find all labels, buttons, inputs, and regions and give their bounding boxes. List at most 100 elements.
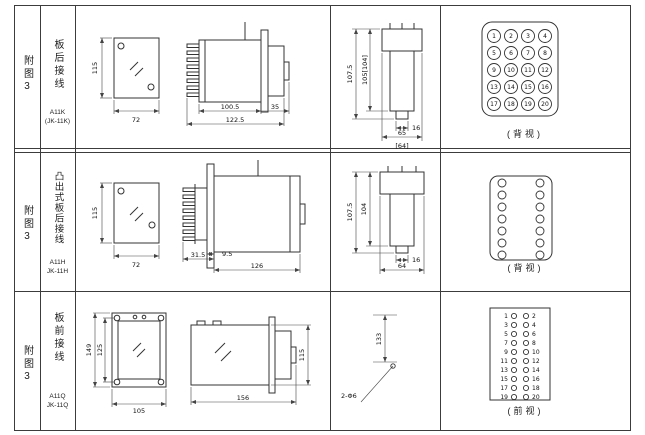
grid-line-right <box>630 5 631 431</box>
terminal-num: 10 <box>507 67 515 74</box>
terminal-num: 2 <box>509 33 513 40</box>
dim-side-height-row3: 115 <box>298 349 306 361</box>
terminal-circles-row2 <box>497 178 545 260</box>
grid-line-top <box>14 5 631 6</box>
terminal-num: 12 <box>532 358 540 365</box>
dim-side-front-row1: 35 <box>271 103 279 111</box>
terminal-num: 1 <box>504 313 508 320</box>
grid-line-row1a <box>14 148 631 149</box>
model-row2-line2: JK-11H <box>46 268 69 275</box>
dim-side-length-row3: 156 <box>237 394 249 402</box>
terminal-num: 7 <box>504 340 508 347</box>
dim-front-height-row2: 115 <box>91 207 99 219</box>
dim-rear-width-row1: 65 <box>398 129 406 137</box>
dim-front-height-row3: 149 <box>85 344 93 356</box>
dim-rear-width-alt-row1: [64] <box>395 142 408 150</box>
dim-rear-inner-row2: 104 <box>360 203 368 215</box>
terminal-num: 18 <box>532 385 540 392</box>
side-view-row1-dims <box>186 82 290 126</box>
terminal-block-row1 <box>481 21 559 117</box>
front-view-row1: 115 72 <box>91 37 160 124</box>
front-view-row2: 115 72 <box>91 182 160 269</box>
terminal-num: 14 <box>507 84 515 91</box>
terminal-num: 20 <box>532 394 540 401</box>
grid-line-row2 <box>14 291 631 292</box>
terminal-num: 16 <box>541 84 549 91</box>
terminal-view-row3: 1 3 5 7 9 11 13 15 17 19 2 4 6 8 10 12 1… <box>489 307 551 401</box>
dim-side-body-row2: 126 <box>251 262 263 270</box>
terminal-num: 9 <box>492 67 496 74</box>
dim-front-inner-row3: 125 <box>96 344 104 356</box>
front-view-row2-dims <box>100 182 160 259</box>
terminal-block-row2 <box>489 175 553 261</box>
view-label-row1: (背视) <box>507 129 543 139</box>
terminal-num: 5 <box>492 50 496 57</box>
terminal-num: 19 <box>500 394 508 401</box>
wiring-label-row3: 板前接线 <box>52 311 63 364</box>
rear-view-row1-dims <box>352 28 423 141</box>
side-view-row2: 31.5 9.5 126 <box>182 160 306 273</box>
rear-view-row1: 107.5 105[104] 16 65 [64] <box>346 23 423 150</box>
dim-rear-width-row2: 64 <box>398 262 406 270</box>
terminal-view-row1: 1 2 3 4 5 6 7 8 9 10 11 12 13 14 15 16 1… <box>481 21 559 117</box>
terminal-num: 15 <box>500 376 508 383</box>
panel-drill-row3-dims <box>360 314 397 403</box>
dim-front-width-row1: 72 <box>132 116 140 124</box>
side-view-row3: 156 115 <box>190 316 311 405</box>
terminal-circles-row1 <box>487 29 552 111</box>
model-row2-line1: A11H <box>49 259 66 266</box>
model-row3-line1: A11Q <box>49 393 66 400</box>
terminal-num: 6 <box>532 331 536 338</box>
view-label-row2: (背视) <box>507 263 544 273</box>
side-view-row2-outline <box>182 160 306 269</box>
terminal-num: 8 <box>543 50 547 57</box>
dim-front-width-row3: 105 <box>133 407 145 415</box>
dim-rear-outer-row1: 107.5 <box>346 65 354 84</box>
terminal-num: 8 <box>532 340 536 347</box>
fig-label-row3: 附图3 <box>21 345 33 385</box>
dim-front-height-row1: 115 <box>91 62 99 74</box>
side-view-row1: 100.5 35 122.5 <box>186 22 290 126</box>
grid-line-bottom <box>14 430 631 431</box>
rear-view-row2-dims <box>352 171 425 274</box>
terminal-num: 11 <box>524 67 532 74</box>
terminal-view-row2 <box>489 175 553 261</box>
side-view-row3-dims <box>190 324 311 405</box>
front-view-row1-dims <box>100 37 160 114</box>
wiring-label-row2: 凸出式板后接线 <box>52 171 64 245</box>
terminal-num: 20 <box>541 101 549 108</box>
terminal-num: 12 <box>541 67 549 74</box>
terminal-num: 4 <box>543 33 547 40</box>
terminal-num: 17 <box>500 385 508 392</box>
terminal-num: 15 <box>524 84 532 91</box>
view-label-row3: (前视) <box>507 406 544 416</box>
rear-view-row1-outline <box>381 23 423 120</box>
terminal-num: 17 <box>490 101 498 108</box>
terminal-num: 10 <box>532 349 540 356</box>
dim-rear-pin-row2: 16 <box>412 256 420 264</box>
terminal-num: 18 <box>507 101 515 108</box>
terminal-num: 1 <box>492 33 496 40</box>
model-row1-line2: (JK-11K) <box>44 118 71 125</box>
front-view-row3-dims <box>93 312 167 407</box>
model-row3-line2: JK-11Q <box>46 402 69 409</box>
dim-panel-spacing-row3: 133 <box>375 333 383 345</box>
fig-label-row2: 附图3 <box>21 205 33 245</box>
rear-view-row2: 107.5 104 16 64 <box>346 166 425 274</box>
dim-front-width-row2: 72 <box>132 261 140 269</box>
terminal-num: 13 <box>500 367 508 374</box>
terminal-block-row3 <box>489 307 551 401</box>
front-view-row1-outline <box>113 37 160 99</box>
fig-label-row1: 附图3 <box>21 55 33 95</box>
panel-hole <box>390 363 396 369</box>
dim-rear-pin-row1: 16 <box>412 124 420 132</box>
grid-line-col4 <box>440 5 441 431</box>
front-view-row2-outline <box>113 182 160 244</box>
side-view-row2-dims <box>182 242 301 273</box>
terminal-num: 19 <box>524 101 532 108</box>
dim-side-body-row1: 100.5 <box>221 103 240 111</box>
terminal-num: 14 <box>532 367 540 374</box>
dim-rear-inner-row1: 105[104] <box>361 55 369 85</box>
grid-line-row1b <box>14 152 631 153</box>
wiring-label-row1: 板后接线 <box>52 39 63 91</box>
